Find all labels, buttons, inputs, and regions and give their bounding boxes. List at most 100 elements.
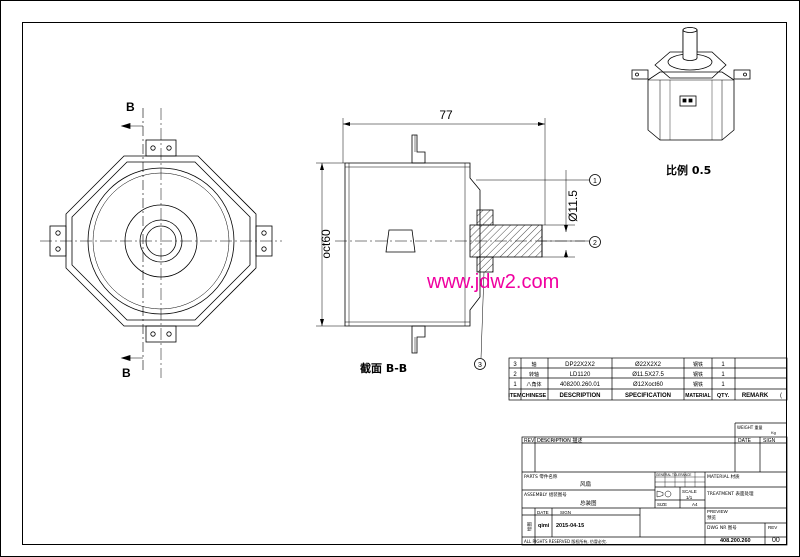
bom-table [508, 357, 788, 401]
section-title: 截面 B-B [360, 361, 407, 375]
inner-frame [22, 22, 787, 545]
dim-arrow [538, 122, 545, 126]
scale-label: SCALE [682, 489, 697, 494]
shaft-circle [145, 225, 177, 257]
title-block-border [521, 436, 788, 546]
dim-arrow [564, 225, 568, 232]
housing-body [344, 162, 481, 327]
hole-icon [55, 230, 61, 236]
title-block [521, 422, 788, 546]
balloon-2 [589, 236, 601, 248]
bom-cell: 钢铁 [693, 381, 703, 388]
bom-cell: 1 [721, 382, 725, 388]
bom-header: MATERIAL [685, 393, 710, 399]
preview-sub: 预览 [707, 514, 716, 521]
parts-label: PARTS 零件名称 [524, 473, 558, 480]
hole-icon [150, 145, 156, 151]
scale-value: 1/1 [686, 495, 693, 500]
collar-top [476, 209, 494, 226]
dwg-label: DWG NR 图号 [707, 525, 737, 531]
date2-label: DATE [537, 510, 549, 515]
inner-hub [385, 229, 416, 253]
bom-header: REMARK [742, 393, 769, 399]
bom-header: CHINESE [522, 393, 547, 399]
drawn-by: qimi [538, 523, 550, 529]
iso-view [631, 27, 751, 141]
hub-circle [124, 204, 198, 278]
iso-body [647, 71, 735, 141]
dim-arrow [343, 122, 350, 126]
assembly-value: 总装图 [580, 499, 597, 507]
balloon-3-label: 3 [478, 362, 482, 369]
bom-rows: 3 轴 DP22X2X2 Ø22X2X2 钢铁 1 2 转轴 LD1120 Ø1… [508, 361, 782, 399]
shaft-collar-circle [139, 219, 183, 263]
bom-cell: 轴 [531, 361, 536, 368]
rev-label: REV [524, 438, 535, 444]
sign2-label: SIGN [560, 510, 571, 515]
projection-symbol-icon [656, 490, 664, 498]
section-view [316, 118, 601, 370]
octagon-outer [65, 155, 257, 327]
parts-value: 风扇 [580, 480, 591, 488]
iso-shaft-cap [682, 27, 698, 33]
bom-cell: 钢铁 [693, 361, 703, 368]
dim-arrow [320, 319, 324, 326]
iso-label-dot [682, 98, 687, 103]
dim-arrow [320, 163, 324, 170]
material-label: MATERIAL 材质 [707, 473, 740, 480]
dim-text-77: 77 [439, 108, 453, 122]
bom-header: SPECIFICATION [625, 393, 671, 399]
bom-cell: 408200.260.01 [560, 382, 601, 388]
bom-cell: Ø11.5X27.5 [632, 372, 664, 378]
bom-header: QTY. [717, 393, 730, 399]
bom-cell: LD1120 [570, 372, 591, 378]
size-value: A4 [692, 502, 698, 507]
general-tolerance: GENERAL TOLERANCE [656, 473, 691, 477]
leader-3 [480, 271, 485, 359]
balloon-3 [474, 358, 486, 370]
preview-label: PREVIEW [707, 509, 729, 514]
bom-cell: 1 [721, 372, 725, 378]
bom-cell: 3 [513, 362, 517, 368]
rev2-label: REV [768, 525, 777, 530]
watermark-text: www.jdw2.com [426, 271, 559, 293]
bom-header: ITEM [508, 393, 522, 399]
dim-text-shaft: Ø11.5 [566, 190, 580, 222]
hole-icon [166, 145, 172, 151]
flange-bottom [411, 325, 426, 354]
description-label: DESCRIPTION 描述 [537, 437, 582, 444]
dim-text-oct60: oct60 [319, 229, 333, 259]
size-label: SIZE [657, 502, 667, 507]
bom-cell: Ø22X2X2 [635, 362, 662, 368]
balloon-1 [589, 174, 601, 186]
bom-cell: 1 [721, 362, 725, 368]
balloon-2-label: 2 [593, 240, 597, 247]
bom-cell: 2 [513, 372, 517, 378]
drawn-label: 绘图 [526, 522, 533, 531]
hole-icon [55, 246, 61, 252]
collar-bottom [476, 256, 494, 273]
bom-cell: 八角体 [526, 381, 541, 388]
iso-scale-note: 比例 0.5 [666, 163, 711, 177]
bom-cell: 钢铁 [693, 371, 703, 378]
section-arrow-head-top [120, 122, 131, 130]
hole-icon [166, 331, 172, 337]
drawn-date: 2015-04-15 [556, 523, 584, 529]
section-label-bottom: B [122, 366, 131, 380]
bom-border [508, 357, 788, 401]
bom-cell: 转轴 [529, 371, 539, 378]
hole-icon [150, 331, 156, 337]
weight-unit: Kg [771, 430, 776, 435]
assembly-label: ASSEMBLY 组装图号 [524, 491, 567, 498]
treatment-label: TREATMENT 表面处理 [706, 490, 754, 497]
section-label-top: B [126, 100, 135, 114]
iso-tab-right [733, 69, 751, 80]
iso-label-dot [688, 98, 693, 103]
housing-inner-circle [92, 172, 230, 310]
octagon-inner [71, 161, 251, 321]
bom-header: DESCRIPTION [559, 393, 600, 399]
projection-symbol-icon [664, 490, 672, 498]
hole-icon [635, 72, 639, 77]
dwg-value: 408.200.260 [720, 538, 751, 544]
